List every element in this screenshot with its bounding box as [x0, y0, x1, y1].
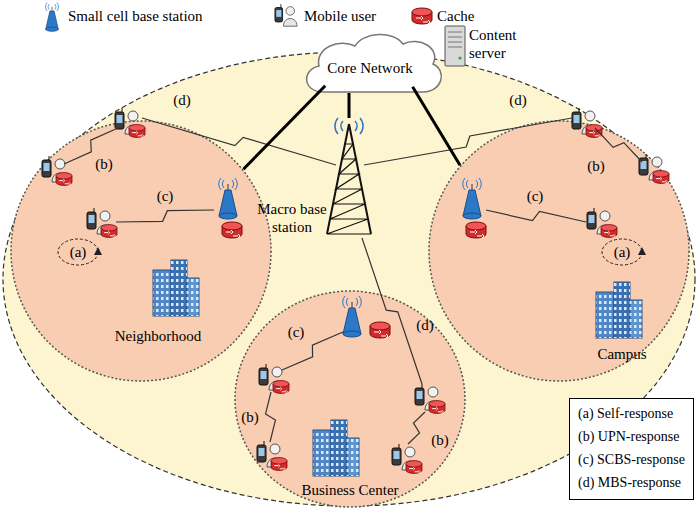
mobile-user [42, 156, 72, 185]
wireless-link [266, 392, 276, 442]
mobile-user [87, 208, 117, 237]
wireless-link [595, 128, 642, 162]
response-tag: (c) [527, 187, 544, 205]
wireless-link [486, 210, 586, 222]
building-icon [313, 420, 359, 476]
node-label: Campus [597, 345, 646, 363]
server-label: Content server [469, 26, 529, 62]
cache [222, 222, 242, 238]
wireless-link [116, 210, 214, 222]
user-sample [275, 4, 297, 26]
cache-sample [412, 8, 432, 24]
key-entry: (d) MBS-response [578, 474, 681, 492]
server-icon [445, 26, 465, 66]
wireless-link [362, 238, 422, 384]
mobile-user [392, 444, 422, 473]
node-label: Neighborhood [115, 327, 202, 345]
response-tag: (d) [509, 91, 527, 109]
self-loop-head [638, 247, 646, 255]
response-tag: (b) [587, 157, 605, 175]
small-cell-base-station [463, 178, 482, 219]
cache [466, 222, 486, 238]
backhaul-link [413, 87, 460, 165]
self-loop [58, 239, 98, 265]
node-label: Macro base station [256, 200, 328, 236]
macro-tower [327, 118, 371, 234]
backhaul-link [243, 86, 325, 169]
region-circle: Campus [428, 120, 690, 382]
response-tag: (c) [157, 187, 174, 205]
key-entry: (a) Self-response [578, 405, 673, 423]
response-tag: (a) [70, 243, 87, 261]
region-shape [235, 291, 465, 507]
small-cell-base-station [219, 178, 238, 219]
wireless-links [64, 118, 642, 444]
mobile-user [415, 384, 445, 413]
scbs-sample [45, 3, 58, 32]
region-shape [11, 121, 271, 381]
mobile-user [587, 208, 617, 237]
node-label: Core Network [327, 59, 412, 77]
self-loop [602, 239, 642, 265]
cloud-shape [307, 34, 442, 92]
response-tag: (b) [95, 155, 113, 173]
wireless-link [364, 118, 572, 165]
core-network-cloud: Core Network [295, 28, 445, 100]
mobile-user [639, 154, 669, 183]
wireless-link [142, 118, 336, 165]
wireless-link [408, 412, 425, 444]
response-tag: (c) [288, 323, 305, 341]
key-entry: (b) UPN-response [578, 428, 679, 446]
response-tag: (a) [614, 243, 631, 261]
region-shape [429, 121, 689, 381]
small-cell-base-station [343, 296, 362, 337]
node-label: Business Center [301, 481, 398, 499]
key-box: (a) Self-response (b) UPN-response (c) SCB… [569, 398, 694, 500]
coverage-area [3, 52, 695, 506]
mobile-user [572, 108, 602, 137]
self-loop-head [94, 247, 102, 255]
legend-text: Small cell base station [68, 7, 203, 25]
cache [370, 322, 390, 338]
mobile-user [257, 441, 287, 470]
response-tag: (b) [431, 431, 449, 449]
building-icon [596, 282, 642, 338]
backhaul-link [348, 93, 351, 118]
response-tag: (d) [416, 316, 434, 334]
key-entry: (c) SCBS-response [578, 451, 685, 469]
legend-text: Mobile user [304, 7, 376, 25]
building-icon [153, 260, 199, 316]
legend-text: Cache [437, 7, 474, 25]
response-tag: (b) [241, 408, 259, 426]
region-circle-outline [428, 120, 690, 382]
response-tag: (d) [173, 91, 191, 109]
mobile-user [115, 108, 145, 137]
